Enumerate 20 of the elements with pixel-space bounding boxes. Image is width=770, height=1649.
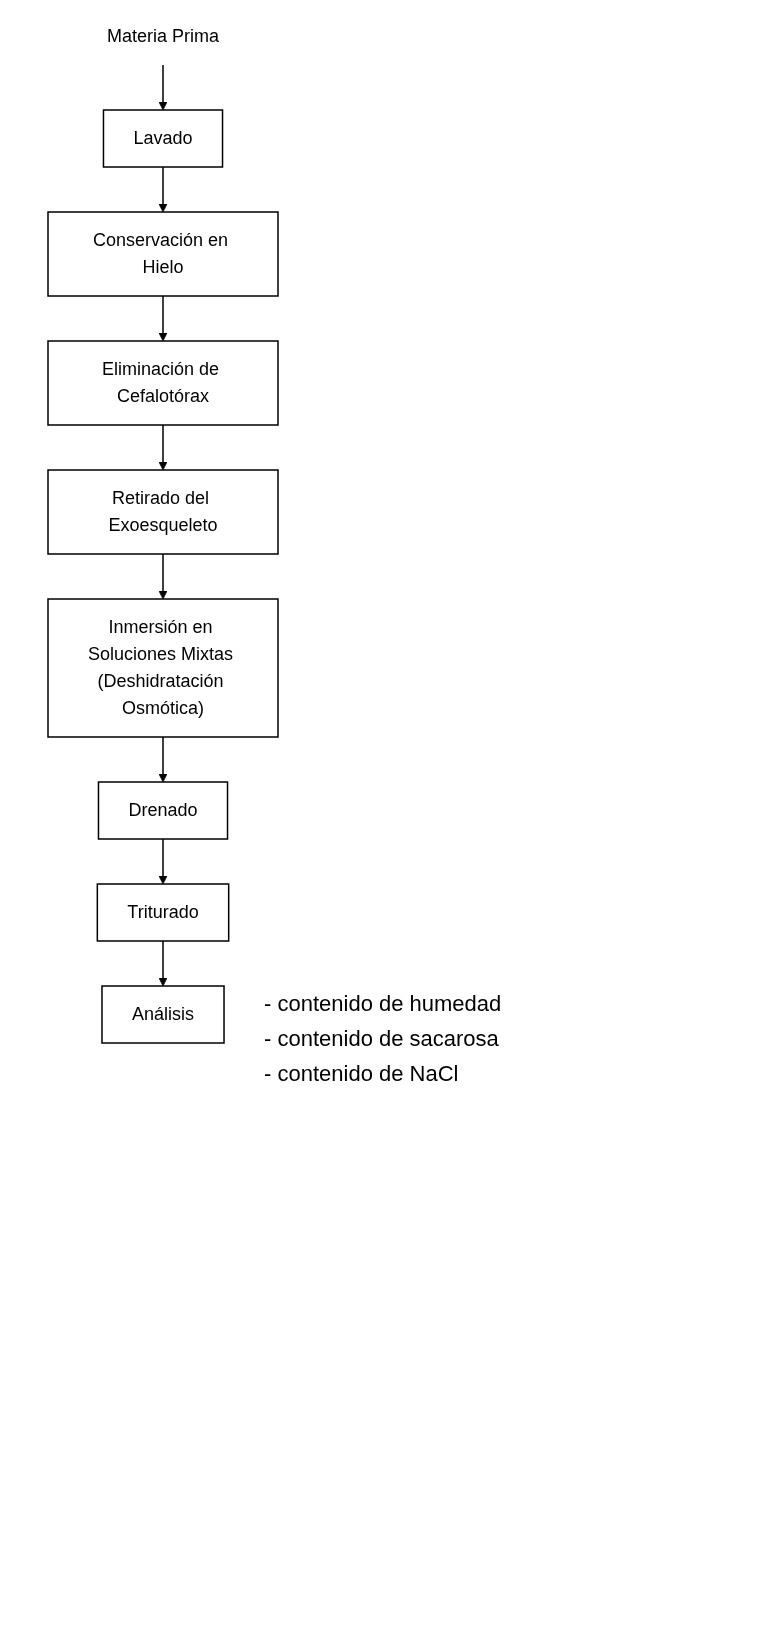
node-box: Conservación en Hielo xyxy=(47,211,279,297)
node-box: Inmersión en Soluciones Mixtas (Deshidratación Osmótica) xyxy=(47,598,279,738)
arrow xyxy=(158,838,168,885)
note-text: - contenido de NaCl xyxy=(264,1060,460,1089)
arrow xyxy=(158,166,168,213)
node-box: Drenado xyxy=(97,781,229,840)
node-box: Retirado del Exoesqueleto xyxy=(47,469,279,555)
arrow xyxy=(158,940,168,987)
arrow xyxy=(158,424,168,471)
arrow xyxy=(158,295,168,342)
arrow xyxy=(158,553,168,600)
note-text: - contenido de sacarosa xyxy=(264,1025,500,1054)
note-text: - contenido de humedad xyxy=(264,990,502,1018)
node-box: Triturado xyxy=(96,883,230,942)
node-box: Lavado xyxy=(102,109,224,168)
node-box: Eliminación de Cefalotórax xyxy=(47,340,279,426)
node-box: Análisis xyxy=(101,985,225,1044)
arrow xyxy=(158,736,168,783)
node-text: Materia Prima xyxy=(106,26,220,46)
arrow xyxy=(158,64,168,111)
